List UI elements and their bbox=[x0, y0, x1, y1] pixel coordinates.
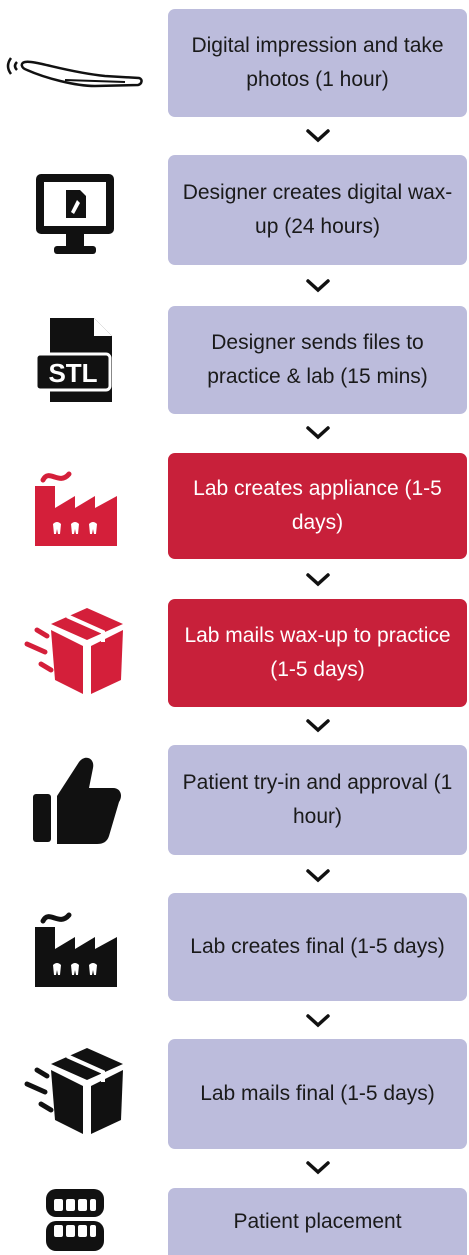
intraoral-scanner-icon bbox=[0, 20, 150, 120]
chevron-down-icon bbox=[306, 573, 330, 587]
step-box-highlighted: Lab creates appliance (1-5 days) bbox=[168, 453, 467, 559]
step-label: Lab creates final (1-5 days) bbox=[190, 935, 445, 958]
shipping-box-icon bbox=[0, 1034, 150, 1146]
step-label: Lab mails final (1-5 days) bbox=[200, 1082, 435, 1105]
step-box: Digital impression and take photos (1 ho… bbox=[168, 9, 467, 117]
chevron-down-icon bbox=[306, 1014, 330, 1028]
step-box: Designer creates digital wax-up (24 hour… bbox=[168, 155, 467, 265]
chevron-down-icon bbox=[306, 426, 330, 440]
chevron-down-icon bbox=[306, 129, 330, 143]
step-label: Lab creates appliance (1-5 days) bbox=[193, 477, 442, 534]
step-label: Designer sends files to practice & lab (… bbox=[207, 331, 428, 388]
step-box: Patient placement bbox=[168, 1188, 467, 1255]
step-label: Patient try-in and approval (1 hour) bbox=[182, 771, 453, 828]
step-label: Lab mails wax-up to practice (1-5 days) bbox=[184, 624, 451, 681]
step-label: Patient placement bbox=[233, 1209, 402, 1233]
step-label: Digital impression and take photos (1 ho… bbox=[191, 34, 444, 91]
step-box-highlighted: Lab mails wax-up to practice (1-5 days) bbox=[168, 599, 467, 707]
dental-lab-factory-icon bbox=[0, 890, 150, 1002]
dental-lab-factory-icon bbox=[0, 450, 150, 560]
chevron-down-icon bbox=[306, 719, 330, 733]
step-box: Patient try-in and approval (1 hour) bbox=[168, 745, 467, 855]
step-box: Designer sends files to practice & lab (… bbox=[168, 306, 467, 414]
chevron-down-icon bbox=[306, 869, 330, 883]
stl-file-icon: STL bbox=[0, 305, 150, 415]
monitor-design-icon bbox=[0, 160, 150, 270]
chevron-down-icon bbox=[306, 279, 330, 293]
thumbs-up-icon bbox=[0, 745, 150, 855]
dentures-icon bbox=[0, 1185, 150, 1255]
chevron-down-icon bbox=[306, 1161, 330, 1175]
step-label: Designer creates digital wax-up (24 hour… bbox=[182, 181, 453, 238]
shipping-box-icon bbox=[0, 595, 150, 705]
step-box: Lab mails final (1-5 days) bbox=[168, 1039, 467, 1149]
stl-label: STL bbox=[48, 358, 97, 388]
step-box: Lab creates final (1-5 days) bbox=[168, 893, 467, 1001]
